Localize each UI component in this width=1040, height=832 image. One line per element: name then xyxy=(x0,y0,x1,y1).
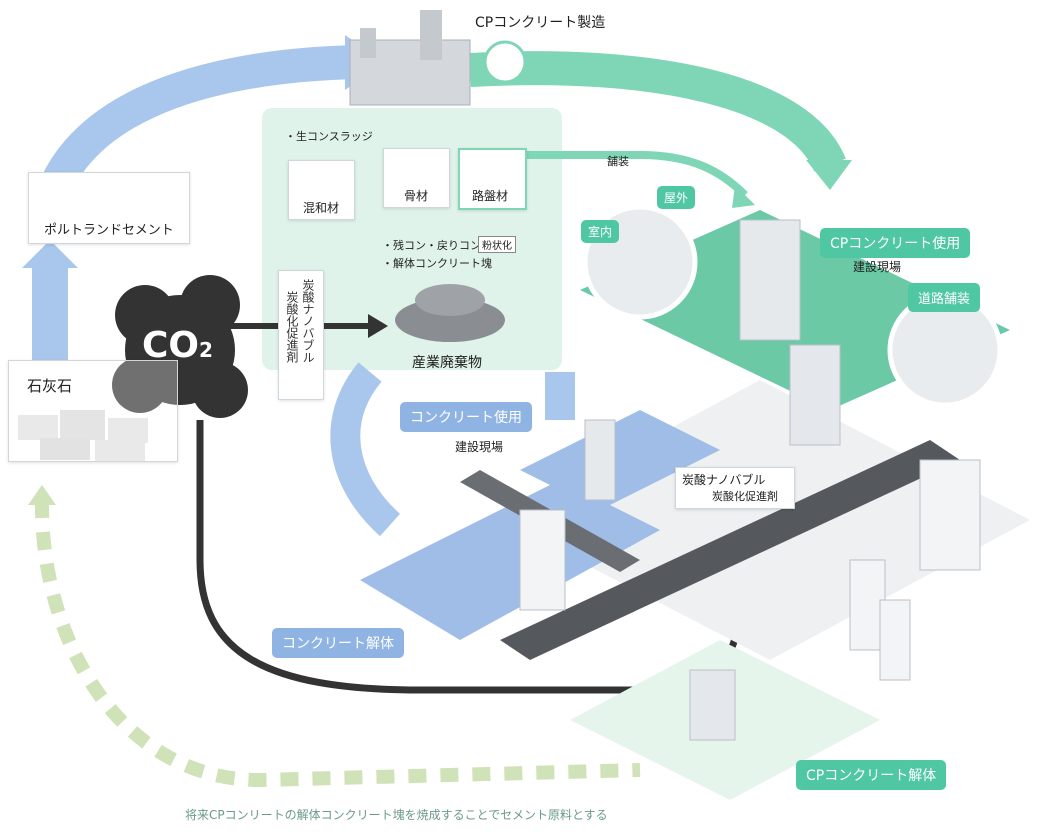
mixing-material-box: 混和材 xyxy=(288,160,355,220)
construction-site-label: 建設現場 xyxy=(853,260,902,274)
nano-bubble-label-2: 炭酸ナノバブル xyxy=(682,473,766,487)
cp-logo xyxy=(483,40,527,84)
co2-text: CO xyxy=(142,325,200,366)
blue-flow-arrow-left xyxy=(32,265,68,360)
co2-subscript: 2 xyxy=(199,338,213,362)
sludge-label: ・生コンスラッジ xyxy=(285,130,373,143)
future-arrowhead xyxy=(28,485,56,505)
cp-demolition-badge: CPコンクリート解体 xyxy=(796,760,947,790)
indoor-badge: 室内 xyxy=(581,220,620,243)
limestone-label: 石灰石 xyxy=(27,377,73,395)
blue-demolition-platform xyxy=(360,480,660,640)
residual-label-2: ・解体コンクリート塊 xyxy=(382,257,492,270)
concrete-demolition-badge: コンクリート解体 xyxy=(272,628,404,658)
portland-cement-box: ポルトランドセメント xyxy=(28,172,190,244)
limestone-rocks xyxy=(18,410,148,462)
cp-production-label: CPコンクリート製造 xyxy=(475,15,606,31)
pavement-label: 舗装 xyxy=(607,155,629,168)
nano-bubble-label: 炭酸ナノバブル xyxy=(301,279,315,363)
green-arrowhead xyxy=(806,160,852,190)
co2-loop-line xyxy=(196,420,744,694)
nano-bubble-box: 炭酸ナノバブル 炭酸化促進剤 xyxy=(278,270,324,400)
roadbed-box: 路盤材 xyxy=(458,148,527,210)
aggregate-label: 骨材 xyxy=(404,189,429,203)
road-pavement-badge: 道路舗装 xyxy=(908,283,981,312)
blue-site-platform xyxy=(520,410,720,510)
co2-label: CO2 xyxy=(142,325,213,366)
green-flow-arrow xyxy=(469,51,846,173)
waste-pile xyxy=(395,284,505,342)
cp-use-badge: CPコンクリート使用 xyxy=(820,228,971,258)
nano-bubble-box-2: 炭酸ナノバブル 炭酸化促進剤 xyxy=(675,467,795,509)
blue-arrowhead-left xyxy=(22,240,78,268)
co2-to-waste-arrowhead xyxy=(368,314,388,338)
future-dashed-arrow xyxy=(34,499,641,788)
blue-flow-arrow-mid xyxy=(330,362,401,537)
co2-cloud xyxy=(112,275,248,418)
accelerator-label: 炭酸化促進剤 xyxy=(285,291,299,363)
limestone-box: 石灰石 xyxy=(8,360,178,462)
buildings xyxy=(519,219,981,741)
residual-label-1: ・残コン・戻りコン xyxy=(382,239,481,252)
mixing-material-label: 混和材 xyxy=(303,201,340,215)
powder-badge: 粉状化 xyxy=(478,236,516,253)
cp-factory xyxy=(349,10,471,106)
concrete-use-badge: コンクリート使用 xyxy=(400,402,532,432)
industrial-waste-label: 産業廃棄物 xyxy=(412,355,482,371)
aggregate-box: 骨材 xyxy=(383,148,450,208)
accelerator-label-2: 炭酸化促進剤 xyxy=(712,490,778,503)
roadbed-label: 路盤材 xyxy=(472,189,509,203)
elevated-road xyxy=(500,440,960,660)
pavement-arrowhead xyxy=(732,185,755,208)
construction-site-label-2: 建設現場 xyxy=(455,440,504,454)
portland-cement-label: ポルトランドセメント xyxy=(44,223,174,238)
outdoor-badge: 屋外 xyxy=(657,186,696,209)
future-note: 将来CPコンリートの解体コンクリート塊を焼成することでセメント原料とする xyxy=(185,808,608,822)
